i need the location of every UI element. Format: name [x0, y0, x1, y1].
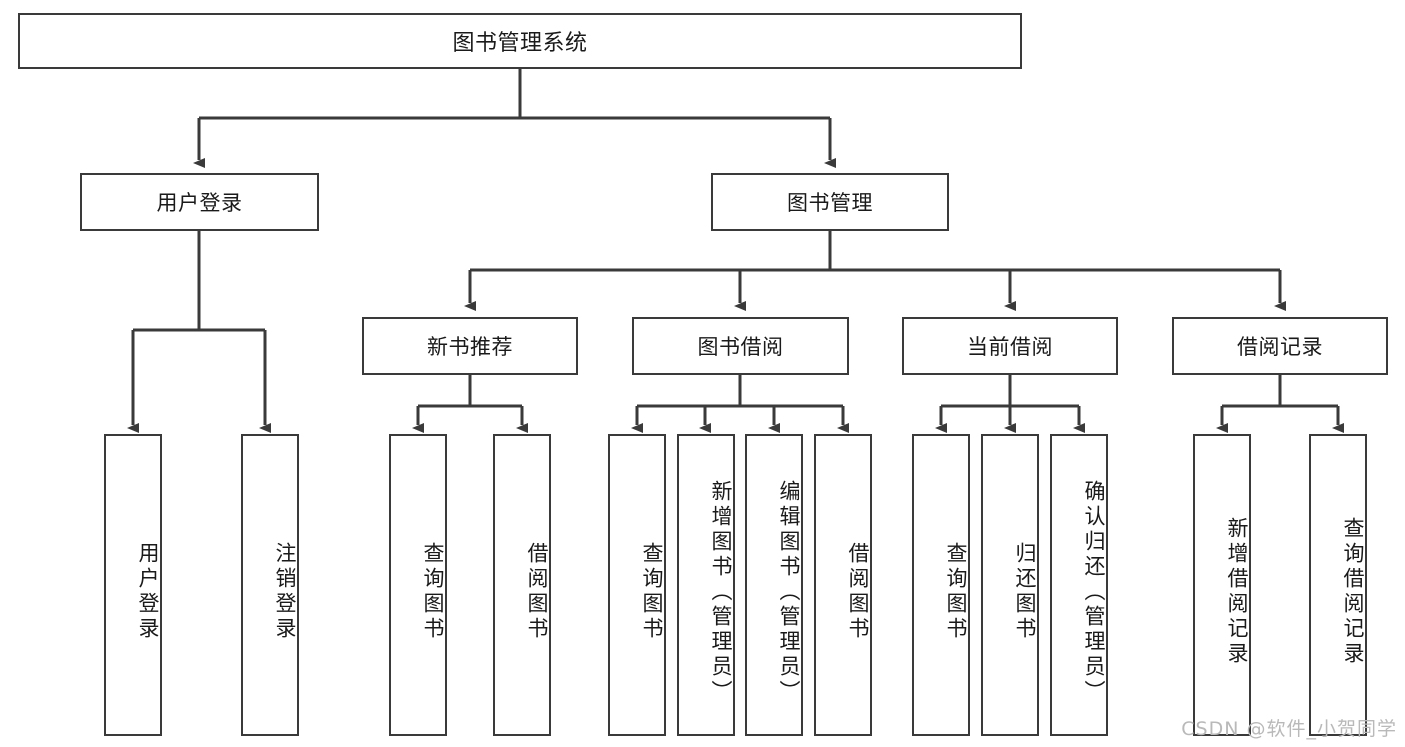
node-label: 图书借阅 [697, 335, 784, 359]
node-label: 注销登录 [273, 542, 297, 642]
node-current-borrow[interactable]: 当前借阅 [902, 317, 1118, 375]
node-label: 新增借阅记录 [1225, 517, 1249, 667]
node-new-book-recommend[interactable]: 新书推荐 [362, 317, 578, 375]
node-label: 借阅图书 [846, 542, 870, 642]
node-book-borrow[interactable]: 图书借阅 [632, 317, 849, 375]
node-label: 编辑图书（管理员） [777, 479, 801, 705]
node-label: 图书管理 [787, 191, 873, 215]
leaf-current-query-book[interactable]: 查询图书 [912, 434, 970, 736]
node-label: 查询借阅记录 [1341, 517, 1365, 667]
node-label: 归还图书 [1013, 542, 1037, 642]
node-label: 新增图书（管理员） [709, 479, 733, 705]
leaf-record-add-record[interactable]: 新增借阅记录 [1193, 434, 1251, 736]
node-label: 借阅记录 [1237, 335, 1323, 359]
leaf-record-query-record[interactable]: 查询借阅记录 [1309, 434, 1367, 736]
leaf-current-return-book[interactable]: 归还图书 [981, 434, 1039, 736]
node-label: 查询图书 [421, 542, 445, 642]
leaf-borrow-query-book[interactable]: 查询图书 [608, 434, 666, 736]
node-label: 图书管理系统 [452, 31, 588, 56]
node-borrow-record[interactable]: 借阅记录 [1172, 317, 1388, 375]
node-label: 当前借阅 [967, 335, 1053, 359]
node-user-login[interactable]: 用户登录 [80, 173, 319, 231]
node-book-management[interactable]: 图书管理 [711, 173, 949, 231]
node-label: 新书推荐 [427, 335, 513, 359]
node-label: 用户登录 [156, 191, 243, 215]
node-label: 查询图书 [944, 542, 968, 642]
leaf-current-confirm-return-admin[interactable]: 确认归还（管理员） [1050, 434, 1108, 736]
leaf-new-book-borrow[interactable]: 借阅图书 [493, 434, 551, 736]
watermark-text: CSDN @软件_小贺同学 [1181, 718, 1397, 740]
leaf-user-login-login[interactable]: 用户登录 [104, 434, 162, 736]
node-label: 借阅图书 [525, 542, 549, 642]
node-label: 查询图书 [640, 542, 664, 642]
leaf-borrow-add-book-admin[interactable]: 新增图书（管理员） [677, 434, 735, 736]
node-label: 确认归还（管理员） [1082, 479, 1106, 705]
leaf-new-book-query[interactable]: 查询图书 [389, 434, 447, 736]
leaf-borrow-borrow-book[interactable]: 借阅图书 [814, 434, 872, 736]
node-root-system[interactable]: 图书管理系统 [18, 13, 1022, 69]
leaf-borrow-edit-book-admin[interactable]: 编辑图书（管理员） [745, 434, 803, 736]
node-label: 用户登录 [136, 542, 160, 642]
leaf-user-login-logout[interactable]: 注销登录 [241, 434, 299, 736]
